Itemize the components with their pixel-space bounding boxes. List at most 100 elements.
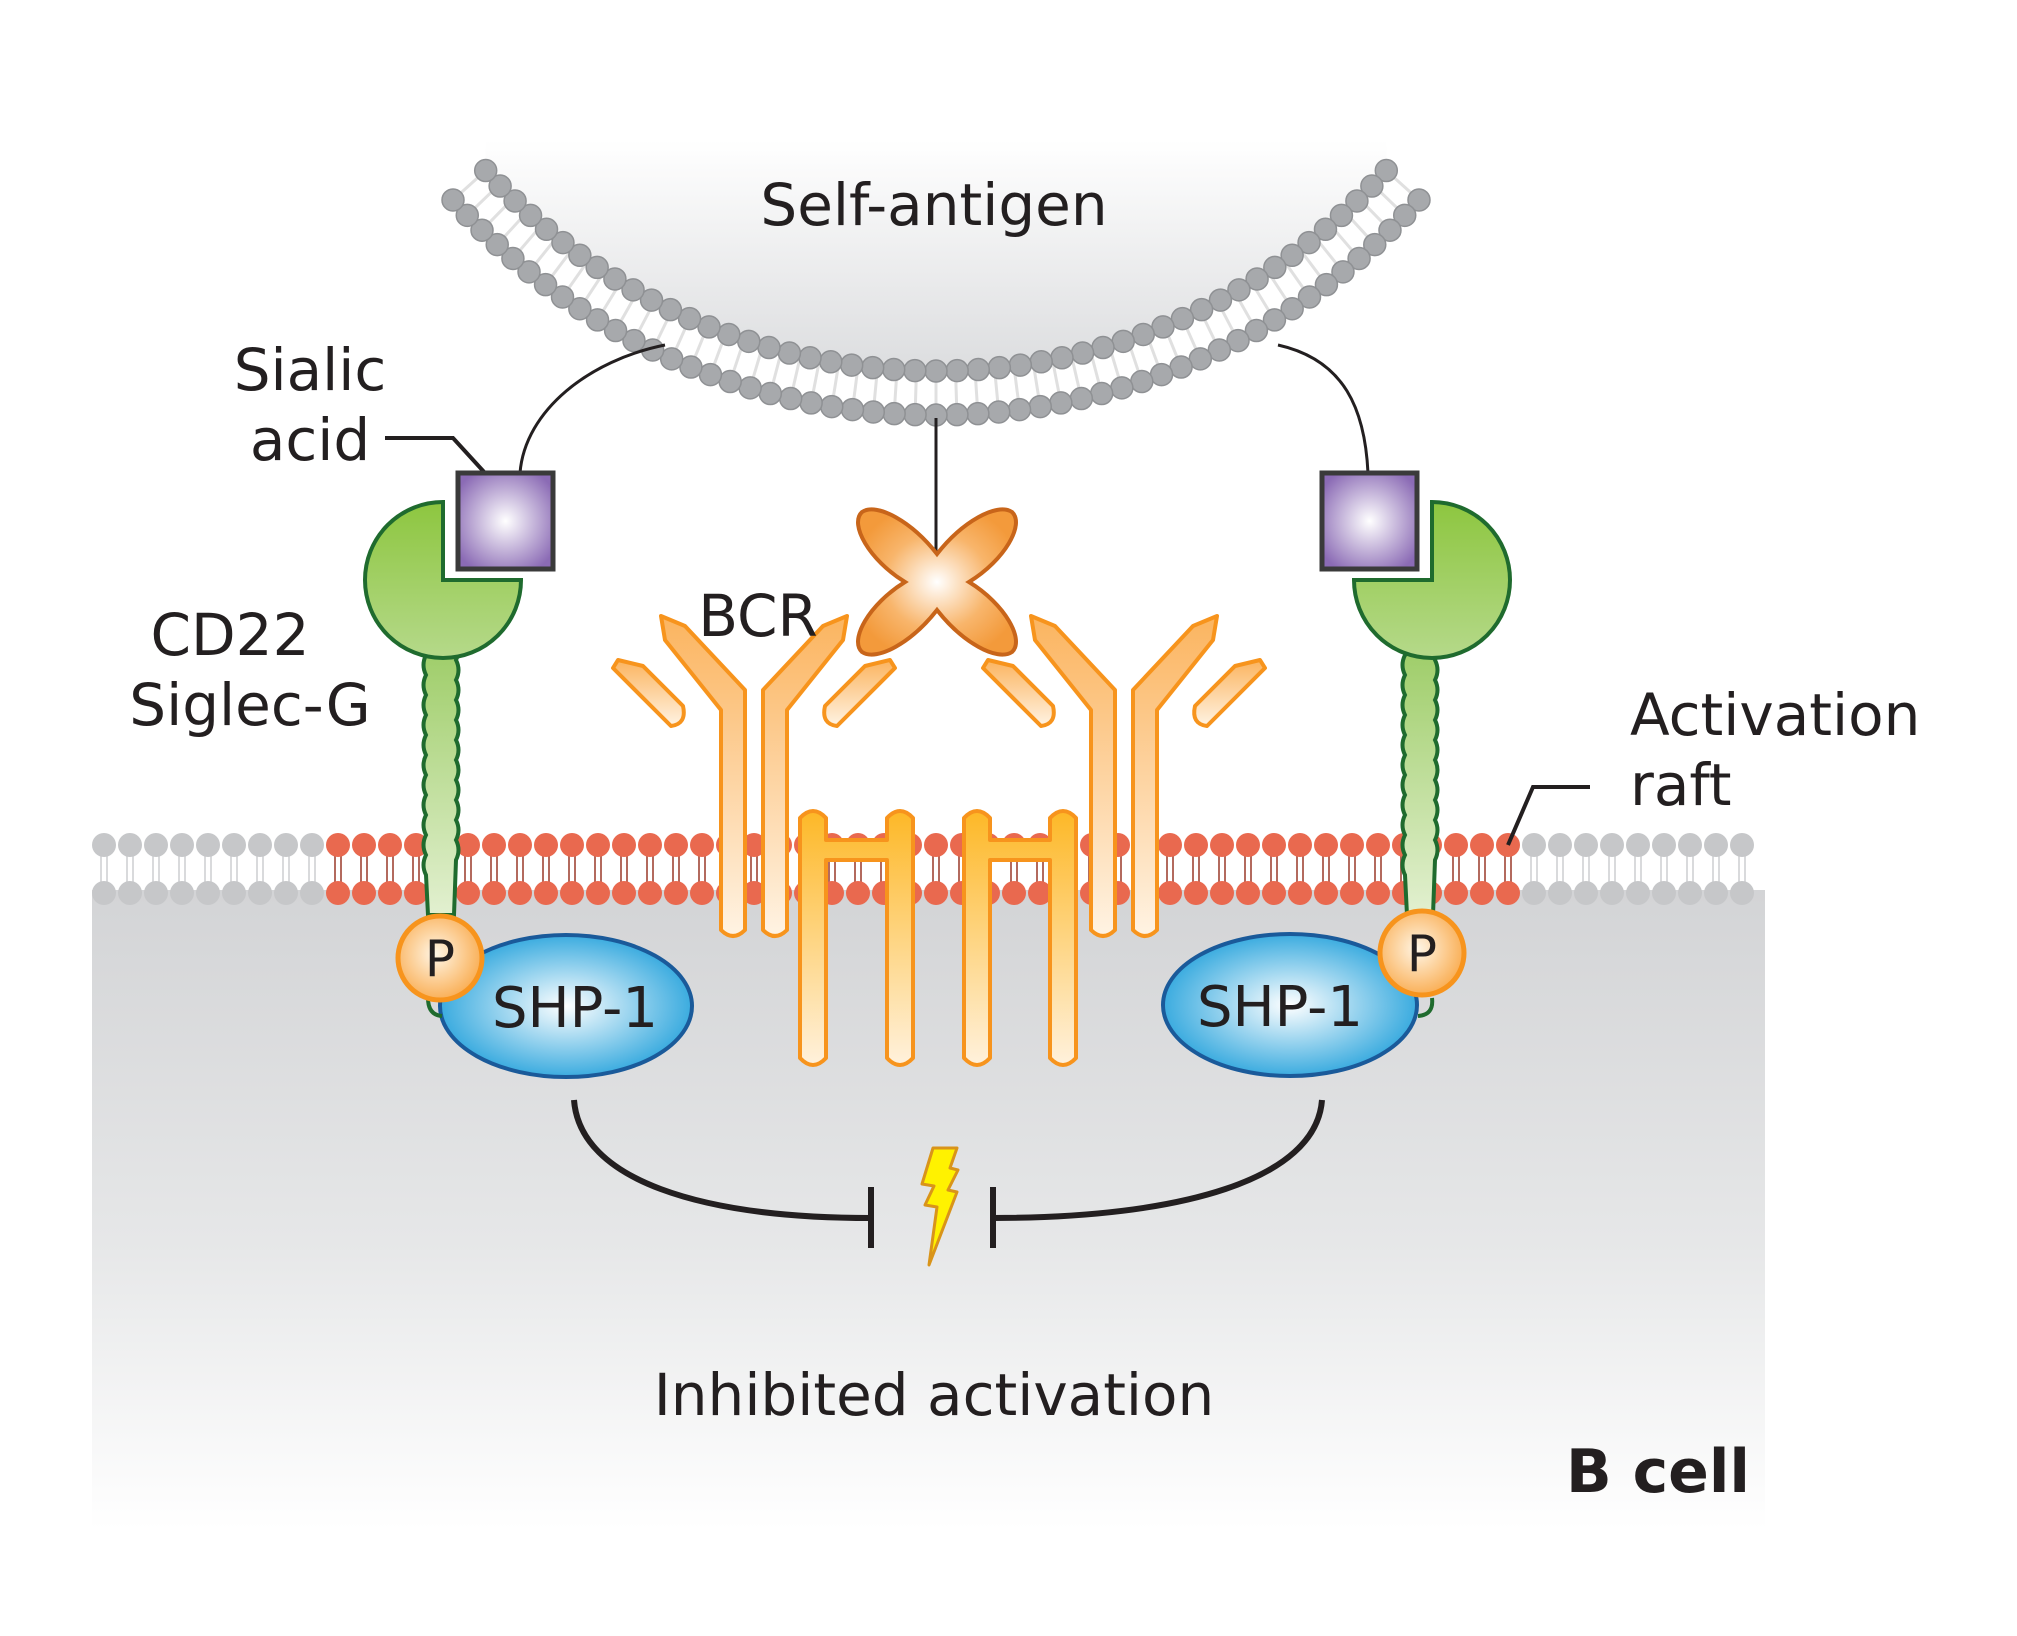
raft-lipid-head [1288,881,1312,905]
lipid-head [1245,267,1269,291]
label-self-antigen: Self-antigen [760,171,1107,239]
lipid-head [1227,278,1251,302]
raft-lipid-head [326,881,350,905]
lipid-head [1091,335,1115,360]
lipid-head [1704,833,1728,857]
raft-lipid-head [1496,881,1520,905]
label-inhibited-activation: Inhibited activation [654,1361,1215,1429]
lipid-head [485,232,509,257]
lipid-head [799,391,823,415]
lipid-head [1314,272,1339,297]
lipid-head [882,401,906,426]
raft-lipid-head [482,881,506,905]
lipid-head [697,315,721,339]
lipid-head [144,881,168,905]
raft-lipid-head [638,881,662,905]
lipid-head [738,376,762,400]
raft-lipid-head [742,833,766,857]
activation-signal-bolt-icon [920,1146,960,1267]
stalk-tail-right [1417,997,1435,1018]
lipid-head [1574,833,1598,857]
raft-lipid-head [456,881,480,905]
lipid-head [1110,376,1134,400]
lipid-head [1297,285,1322,309]
raft-lipid-head [1210,833,1234,857]
lipid-head [1600,833,1624,857]
inhibition-arc-left [571,1099,872,1221]
lipid-head [1522,881,1546,905]
lipid-head [1378,218,1402,242]
lipid-head [718,369,742,394]
lipid-head [1678,833,1702,857]
activation-raft-leader [1506,785,1590,846]
lipid-head [568,296,592,321]
lipid-head [860,355,885,380]
label-sialic-acid-line2: acid [250,406,370,474]
lipid-head [1374,158,1399,183]
self-antigen-surface [485,140,1387,371]
raft-lipid-head [664,881,688,905]
lipid-head [196,881,220,905]
raft-lipid-head [560,881,584,905]
raft-lipid-head [1470,833,1494,857]
raft-lipid-head [482,833,506,857]
raft-lipid-head [1470,881,1494,905]
raft-lipid-head [508,833,532,857]
lipid-head [1407,188,1431,212]
lipid-head [473,158,498,183]
shp1-right [1161,932,1419,1078]
raft-lipid-head [924,881,948,905]
raft-lipid-head [612,833,636,857]
lipid-head [1226,328,1250,353]
lipid-head [1363,232,1387,257]
raft-lipid-head [638,833,662,857]
shp1-label-right: SHP-1 [1197,975,1363,1040]
lipid-head [603,318,628,343]
lipid-head [1049,391,1073,415]
lipid-head [1050,346,1074,370]
raft-lipid-head [1366,881,1390,905]
lipid-head [1626,881,1650,905]
bcr-light-chain [981,658,1056,728]
sialic-link-right [1277,343,1370,474]
raft-lipid-head [742,881,766,905]
lipid-head [1652,881,1676,905]
lipid-head [222,881,246,905]
lipid-head [170,881,194,905]
label-sialic-acid-line1: Sialic [234,336,387,404]
lipid-head [758,381,783,406]
lipid-head [534,217,559,242]
lipid-head [839,353,864,377]
raft-lipid-head [1288,833,1312,857]
self-antigen-membrane [441,158,1431,427]
lipid-head [1574,881,1598,905]
raft-lipid-head [378,881,402,905]
bcr-heavy-chain [1029,614,1117,938]
lipid-head [1111,329,1135,354]
lipid-head [840,397,865,422]
raft-lipid-head [846,881,870,905]
lipid-head [1297,230,1321,255]
cd22-lectin-domain [1351,499,1512,660]
raft-lipid-head [586,881,610,905]
lipid-head [621,278,645,302]
raft-lipid-head [1002,881,1026,905]
lipid-head [518,203,543,228]
phospho-label-right: P [1407,925,1437,983]
lipid-head [1652,833,1676,857]
raft-lipid-head [612,881,636,905]
bcr-heavy-chain [659,614,747,938]
b-cell-cytoplasm [92,890,1765,1530]
lipid-head [1280,296,1304,321]
lipid-head [1678,881,1702,905]
lipid-head [603,267,627,291]
lipid-head [196,833,220,857]
ig-alpha-beta [798,809,1078,1067]
lipid-head [92,881,116,905]
lipid-head [551,230,575,255]
lipid-head [698,362,723,387]
lipid-head [861,400,886,424]
raft-lipid-head [508,881,532,905]
lipid-head [717,322,741,347]
